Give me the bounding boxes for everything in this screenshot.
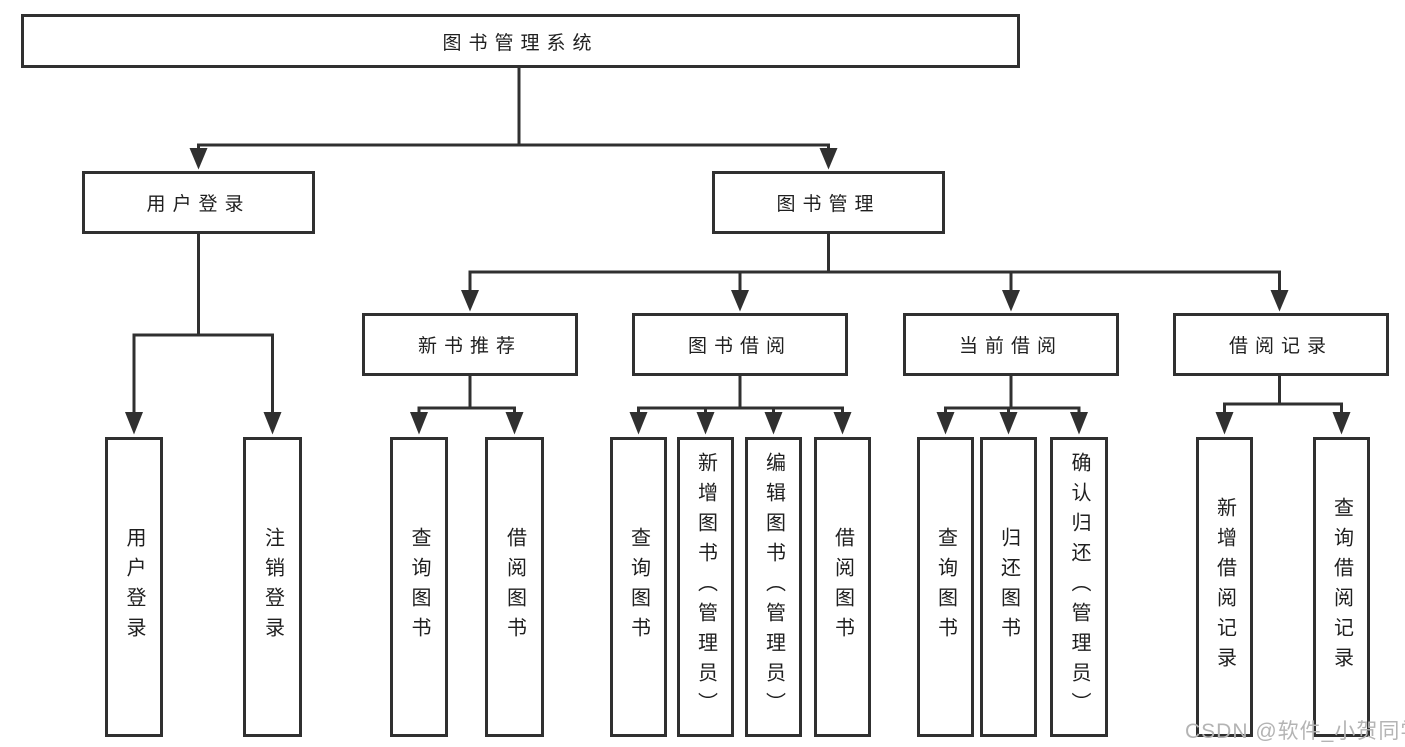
node-leaf-return-book: 归还图书 (980, 437, 1037, 737)
node-book-borrowing: 图书借阅 (632, 313, 848, 376)
node-borrowing-records: 借阅记录 (1173, 313, 1389, 376)
node-leaf-query-books-current: 查询图书 (917, 437, 974, 737)
node-leaf-borrow-books-recommend: 借阅图书 (485, 437, 544, 737)
node-new-book-recommendation: 新书推荐 (362, 313, 578, 376)
node-leaf-query-borrow-record: 查询借阅记录 (1313, 437, 1370, 737)
node-leaf-logout: 注销登录 (243, 437, 302, 737)
node-user-login: 用户登录 (82, 171, 315, 234)
node-leaf-query-books-borrow: 查询图书 (610, 437, 667, 737)
node-leaf-borrow-books: 借阅图书 (814, 437, 871, 737)
node-current-borrowing: 当前借阅 (903, 313, 1119, 376)
node-leaf-add-book-admin: 新增图书（管理员） (677, 437, 734, 737)
node-leaf-edit-book-admin: 编辑图书（管理员） (745, 437, 802, 737)
node-book-management: 图书管理 (712, 171, 945, 234)
node-root-library-system: 图书管理系统 (21, 14, 1020, 68)
node-leaf-add-borrow-record: 新增借阅记录 (1196, 437, 1253, 737)
node-leaf-confirm-return-admin: 确认归还（管理员） (1050, 437, 1108, 737)
csdn-watermark: CSDN @软件_小贺同学 (1185, 720, 1405, 743)
node-leaf-query-books-recommend: 查询图书 (390, 437, 448, 737)
node-leaf-user-login: 用户登录 (105, 437, 163, 737)
